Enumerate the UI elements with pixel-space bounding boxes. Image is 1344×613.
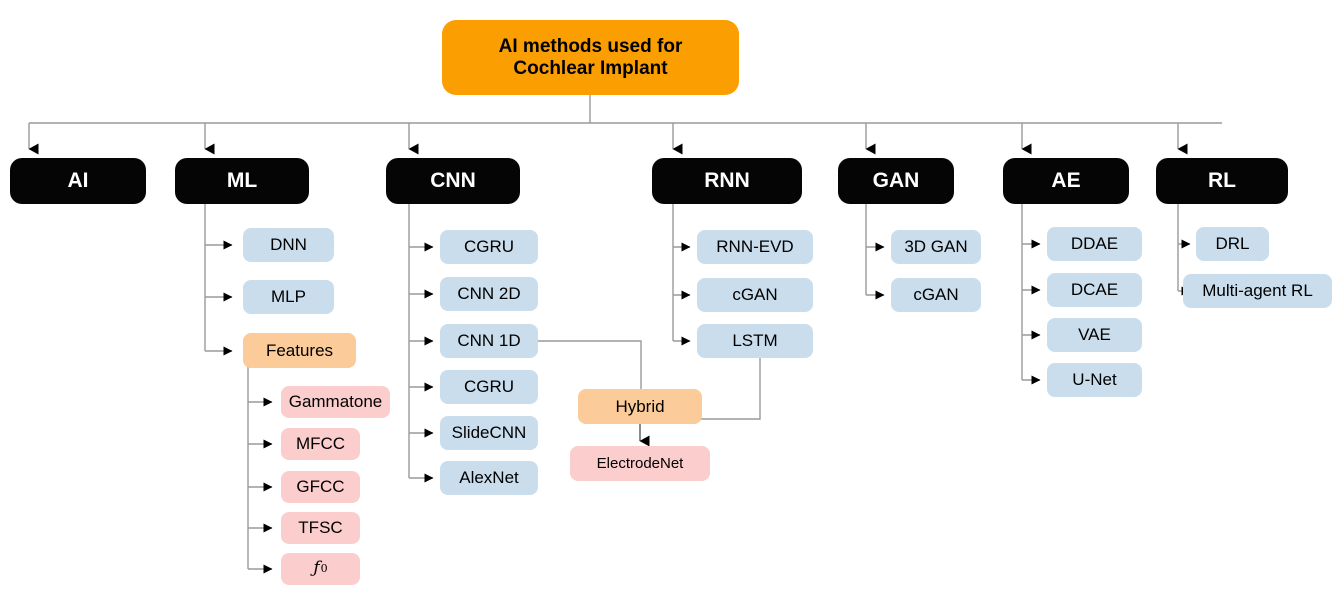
f0-symbol: ƒ [313, 558, 320, 579]
leaf-node-lstm[interactable]: LSTM [697, 324, 813, 358]
leaf-node-mlp[interactable]: MLP [243, 280, 334, 314]
group-node-features[interactable]: Features [243, 333, 356, 368]
output-node-electrodenet[interactable]: ElectrodeNet [570, 446, 710, 481]
branch-node-rnn[interactable]: RNN [652, 158, 802, 204]
leaf-node-rnn-cgan[interactable]: cGAN [697, 278, 813, 312]
leaf-node-cnn-cgru-1[interactable]: CGRU [440, 230, 538, 264]
leaf-node-cnn-2d[interactable]: CNN 2D [440, 277, 538, 311]
merge-node-hybrid[interactable]: Hybrid [578, 389, 702, 424]
branch-node-cnn[interactable]: CNN [386, 158, 520, 204]
leaf-node-gfcc[interactable]: GFCC [281, 471, 360, 503]
leaf-node-drl[interactable]: DRL [1196, 227, 1269, 261]
leaf-node-rnn-evd[interactable]: RNN-EVD [697, 230, 813, 264]
leaf-node-dnn[interactable]: DNN [243, 228, 334, 262]
leaf-node-vae[interactable]: VAE [1047, 318, 1142, 352]
leaf-node-multi-agent-rl[interactable]: Multi-agent RL [1183, 274, 1332, 308]
branch-node-ml[interactable]: ML [175, 158, 309, 204]
leaf-node-cnn-cgru-2[interactable]: CGRU [440, 370, 538, 404]
leaf-node-alexnet[interactable]: AlexNet [440, 461, 538, 495]
leaf-node-cnn-1d[interactable]: CNN 1D [440, 324, 538, 358]
leaf-node-gan-cgan[interactable]: cGAN [891, 278, 981, 312]
leaf-node-mfcc[interactable]: MFCC [281, 428, 360, 460]
branch-node-gan[interactable]: GAN [838, 158, 954, 204]
leaf-node-tfsc[interactable]: TFSC [281, 512, 360, 544]
branch-node-ae[interactable]: AE [1003, 158, 1129, 204]
leaf-node-dcae[interactable]: DCAE [1047, 273, 1142, 307]
branch-node-rl[interactable]: RL [1156, 158, 1288, 204]
leaf-node-ddae[interactable]: DDAE [1047, 227, 1142, 261]
f0-subscript: 0 [320, 561, 328, 575]
leaf-node-3d-gan[interactable]: 3D GAN [891, 230, 981, 264]
leaf-node-unet[interactable]: U-Net [1047, 363, 1142, 397]
root-node-ai-methods[interactable]: AI methods used for Cochlear Implant [442, 20, 739, 95]
branch-node-ai[interactable]: AI [10, 158, 146, 204]
leaf-node-gammatone[interactable]: Gammatone [281, 386, 390, 418]
leaf-node-slidecnn[interactable]: SlideCNN [440, 416, 538, 450]
